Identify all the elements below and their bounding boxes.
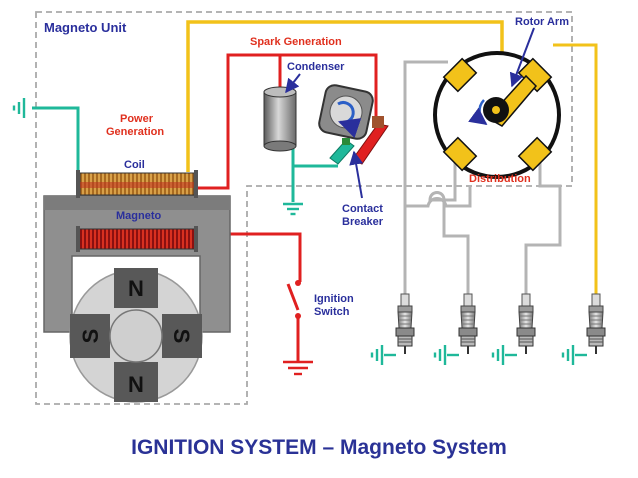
distributor [433,51,561,179]
ground-symbol-icon [433,343,447,367]
spark-plug-icon [395,293,415,355]
spark-plug-icon [586,293,606,355]
magneto-winding [77,228,197,250]
power-generation-label-line1: Power [120,113,154,125]
ground-symbol-icon [281,202,305,216]
ht-lead-jump [405,186,472,208]
rotation-arrow-icon [468,99,488,126]
segment-bottom-right [517,136,553,172]
ground-symbol-icon [491,343,505,367]
contact-breaker-pointer [349,150,364,199]
ht-lead-plug-3 [524,152,562,296]
distribution-label: Distribution [469,173,531,185]
spark-generation-label: Spark Generation [250,36,342,48]
spark-plug-2 [433,293,478,367]
condenser-pointer [285,73,301,94]
contact-breaker-pivot [372,116,384,128]
pole-label-north-bottom: N [128,372,144,397]
spark-plug-4 [561,293,606,367]
coil-label: Coil [124,159,145,171]
rotor-hub [109,309,163,363]
contact-breaker-label-line2: Breaker [342,216,384,228]
spark-plug-3 [491,293,536,367]
ground-symbol-icon [370,343,384,367]
condenser [263,86,297,152]
magnet-pole-left [70,314,110,358]
magneto-unit-label: Magneto Unit [44,20,127,35]
primary-wire [198,53,378,190]
pole-label-south-left: S [78,329,103,344]
contact-breaker-fixed [329,139,355,165]
magnet-pole-right [162,314,202,358]
spark-plug-icon [458,293,478,355]
ht-lead-plug-4 [553,43,598,296]
segment-bottom-left [442,136,478,172]
rotor-arm-label: Rotor Arm [515,16,569,28]
rotation-arrow-icon [337,101,362,138]
ground-symbol-icon [281,360,315,376]
coil-ground-wire [32,106,80,182]
contact-breaker-label-line1: Contact [342,203,383,215]
ignition-switch-label-line2: Switch [314,306,350,318]
spark-plug-icon [516,293,536,355]
pole-label-south-right: S [169,329,194,344]
rotor-arm-pointer [509,27,535,88]
ignition-switch[interactable] [286,280,301,319]
magneto-unit-boundary [35,11,573,405]
power-generation-label-line2: Generation [106,126,164,138]
ht-lead-plug-2 [428,152,470,296]
segment-top-left [442,57,478,93]
ground-symbol-icon [561,343,575,367]
condenser-ground-wire [291,146,338,202]
magnet-pole-bottom [114,362,158,402]
condenser-label: Condenser [287,61,345,73]
spark-plug-1 [370,293,415,367]
ignition-switch-label-line1: Ignition [314,293,354,305]
magneto-label: Magneto [116,210,162,222]
ground-symbol-icon [12,96,26,120]
ht-lead-plug-1 [403,60,448,296]
magnet-pole-top [114,268,158,308]
pole-label-north-top: N [128,276,144,301]
core-top [44,196,230,210]
ignition-wire [200,232,302,282]
diagram-title: IGNITION SYSTEM – Magneto System [131,436,507,459]
cam [318,84,374,140]
